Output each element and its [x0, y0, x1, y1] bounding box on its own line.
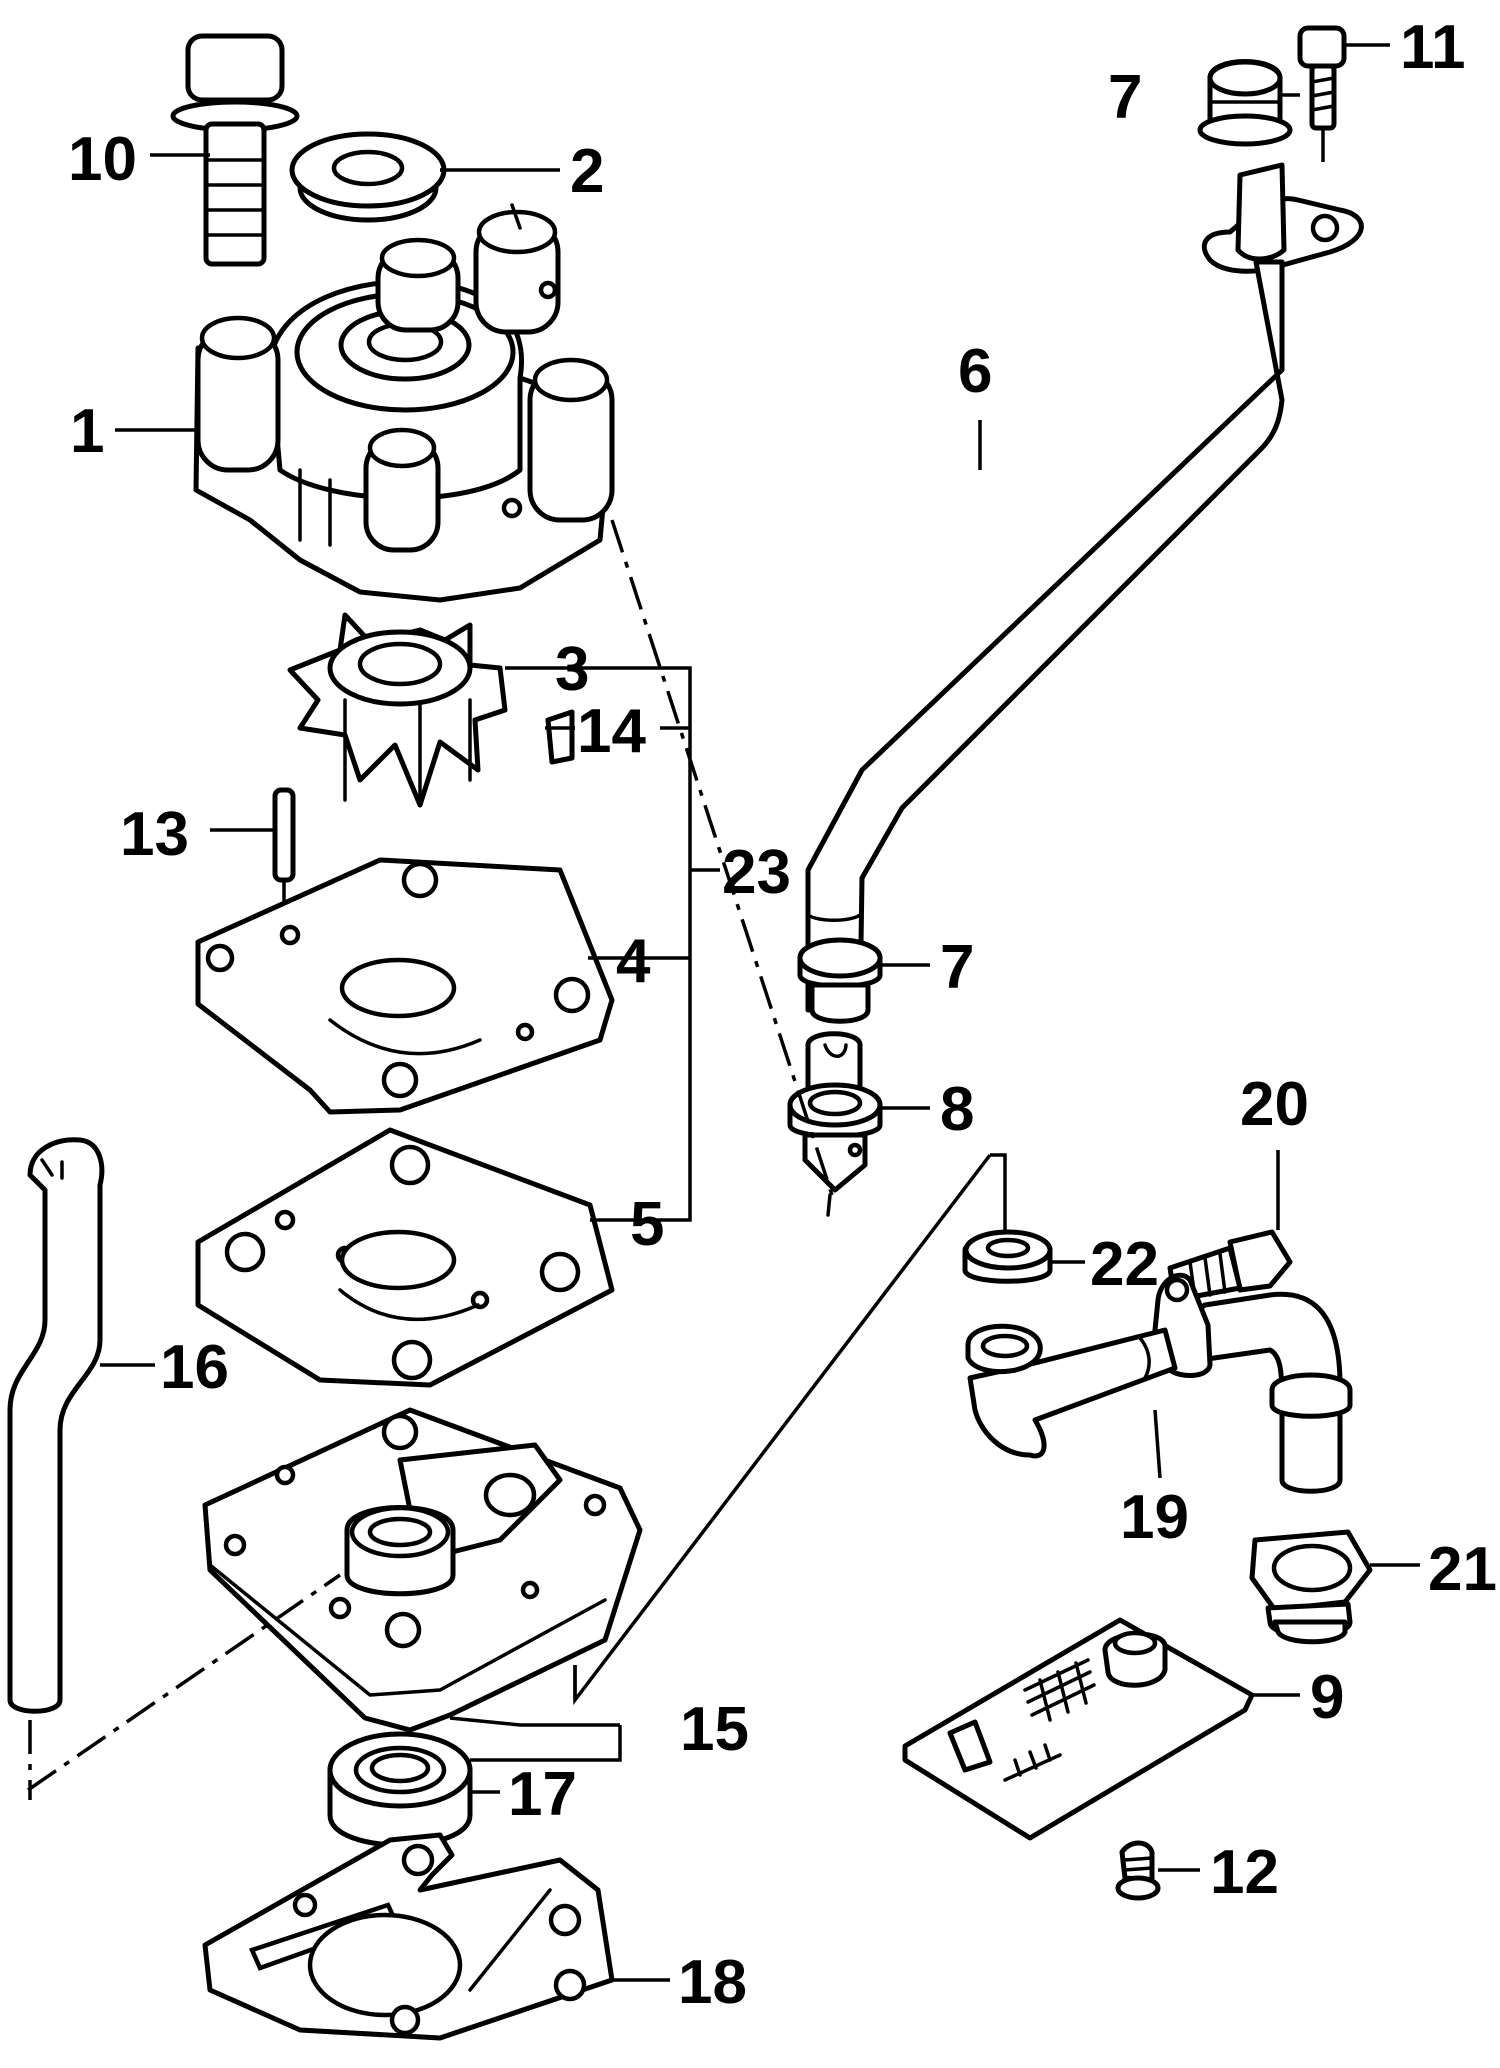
callout-4: 4 [616, 927, 651, 996]
part-4-plate [195, 857, 615, 1115]
bracket-23 [555, 666, 692, 1222]
part-18-gasket [202, 1832, 615, 2041]
callout-13: 13 [120, 800, 189, 869]
centerline-tube-to-base [27, 1573, 341, 1792]
callout-5: 5 [630, 1190, 664, 1259]
callout-11: 11 [1400, 13, 1466, 82]
callout-8: 8 [940, 1075, 974, 1144]
part-15-pump-base [202, 1407, 643, 1733]
callout-7-lower: 7 [940, 933, 974, 1002]
callout-7-upper: 7 [1108, 63, 1142, 132]
part-10-bolt [170, 33, 300, 267]
part-3-impeller [287, 612, 508, 808]
leader-15-b [470, 1725, 622, 1762]
part-14-key [545, 709, 575, 765]
callout-3: 3 [555, 635, 589, 704]
part-11-screw [1297, 25, 1347, 170]
part-2-grommet [289, 131, 447, 223]
callout-10: 10 [68, 125, 137, 194]
callout-2: 2 [570, 137, 604, 206]
part-7-grommet-lower [797, 937, 883, 1024]
leader-19 [1153, 1409, 1162, 1479]
callout-15: 15 [680, 1695, 749, 1764]
callout-1: 1 [70, 397, 104, 466]
leader-15 [449, 1716, 620, 1727]
part-5-gasket [195, 1127, 615, 1388]
part-1-pump-housing [193, 203, 615, 603]
leader-22-line [573, 1153, 992, 1706]
callout-20: 20 [1240, 1070, 1309, 1139]
callout-9: 9 [1310, 1663, 1344, 1732]
callout-12: 12 [1210, 1838, 1279, 1907]
part-6-water-tube [805, 162, 1364, 1144]
part-16-tube [7, 1137, 105, 1800]
part-17-oil-seal [327, 1731, 473, 1848]
callout-23: 23 [722, 838, 791, 907]
leader-22-drop [990, 1153, 1007, 1232]
callout-21: 21 [1428, 1535, 1497, 1604]
callout-22: 22 [1090, 1230, 1159, 1299]
callout-14: 14 [577, 697, 646, 766]
callout-16: 16 [160, 1333, 229, 1402]
part-7-grommet-upper [1197, 59, 1293, 147]
callout-6: 6 [958, 337, 992, 406]
part-12-screw [1115, 1840, 1161, 1901]
part-8-grommet [787, 1082, 883, 1217]
part-22-grommet [962, 1229, 1053, 1284]
callout-19: 19 [1120, 1483, 1189, 1552]
callout-18: 18 [678, 1948, 747, 2017]
part-19-elbow-pipe [965, 1272, 1353, 1494]
part-20-bolt [1167, 1229, 1293, 1303]
part-9-plate [902, 1617, 1255, 1841]
callout-17: 17 [508, 1760, 577, 1829]
part-21-plug [1249, 1529, 1373, 1645]
